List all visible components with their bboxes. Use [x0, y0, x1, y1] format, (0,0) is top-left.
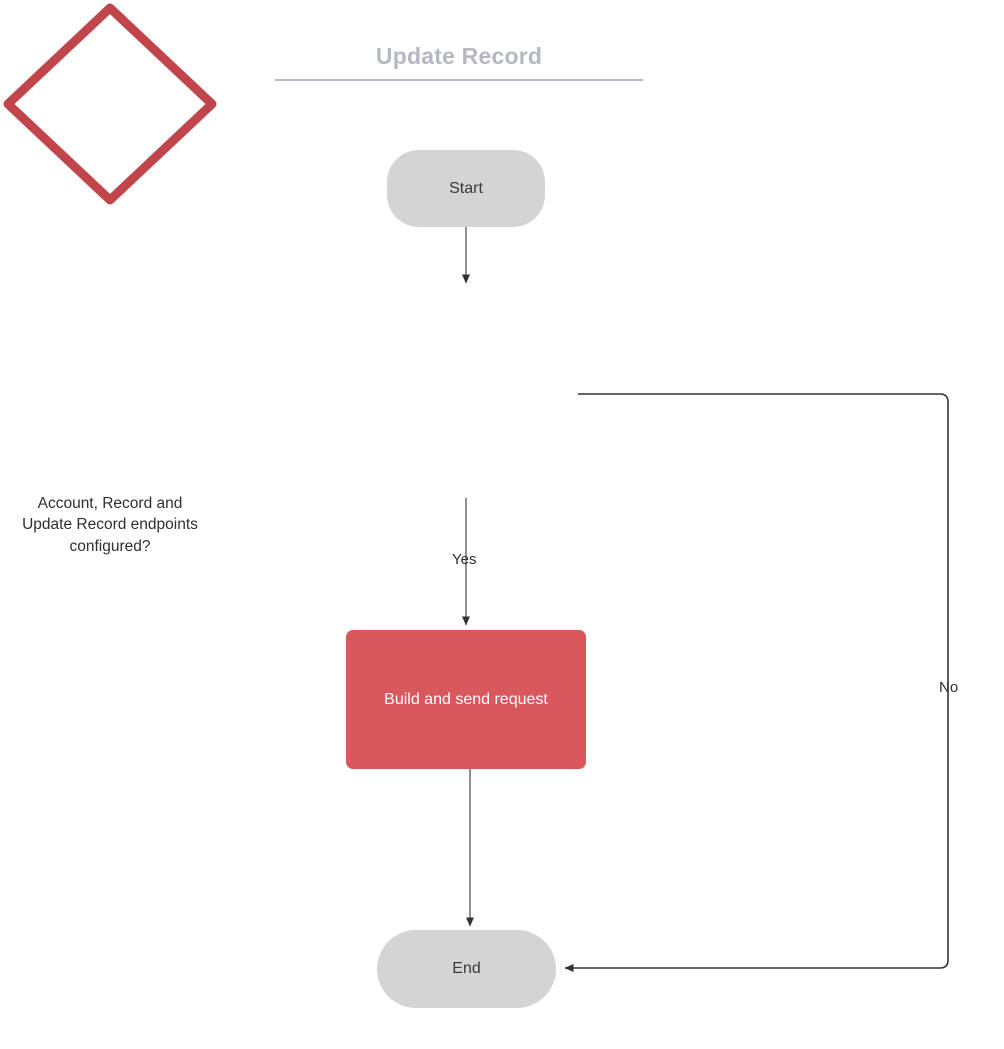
node-end[interactable]: End [377, 930, 556, 1008]
node-process-label: Build and send request [384, 690, 548, 708]
edge-label-no: No [939, 679, 959, 696]
edge-label-yes: Yes [452, 551, 477, 568]
node-decision-label: Account, Record and Update Record endpoi… [22, 494, 198, 555]
page-title: Update Record [375, 43, 543, 69]
node-end-label: End [452, 960, 481, 977]
node-start-label: Start [449, 179, 483, 197]
title-divider [275, 79, 643, 81]
node-process[interactable]: Build and send request [346, 630, 586, 769]
edge-decision-no [564, 393, 949, 972]
node-decision[interactable]: Account, Record and Update Record endpoi… [0, 0, 220, 554]
diamond-shape [3, 3, 217, 205]
node-start[interactable]: Start [387, 150, 545, 227]
